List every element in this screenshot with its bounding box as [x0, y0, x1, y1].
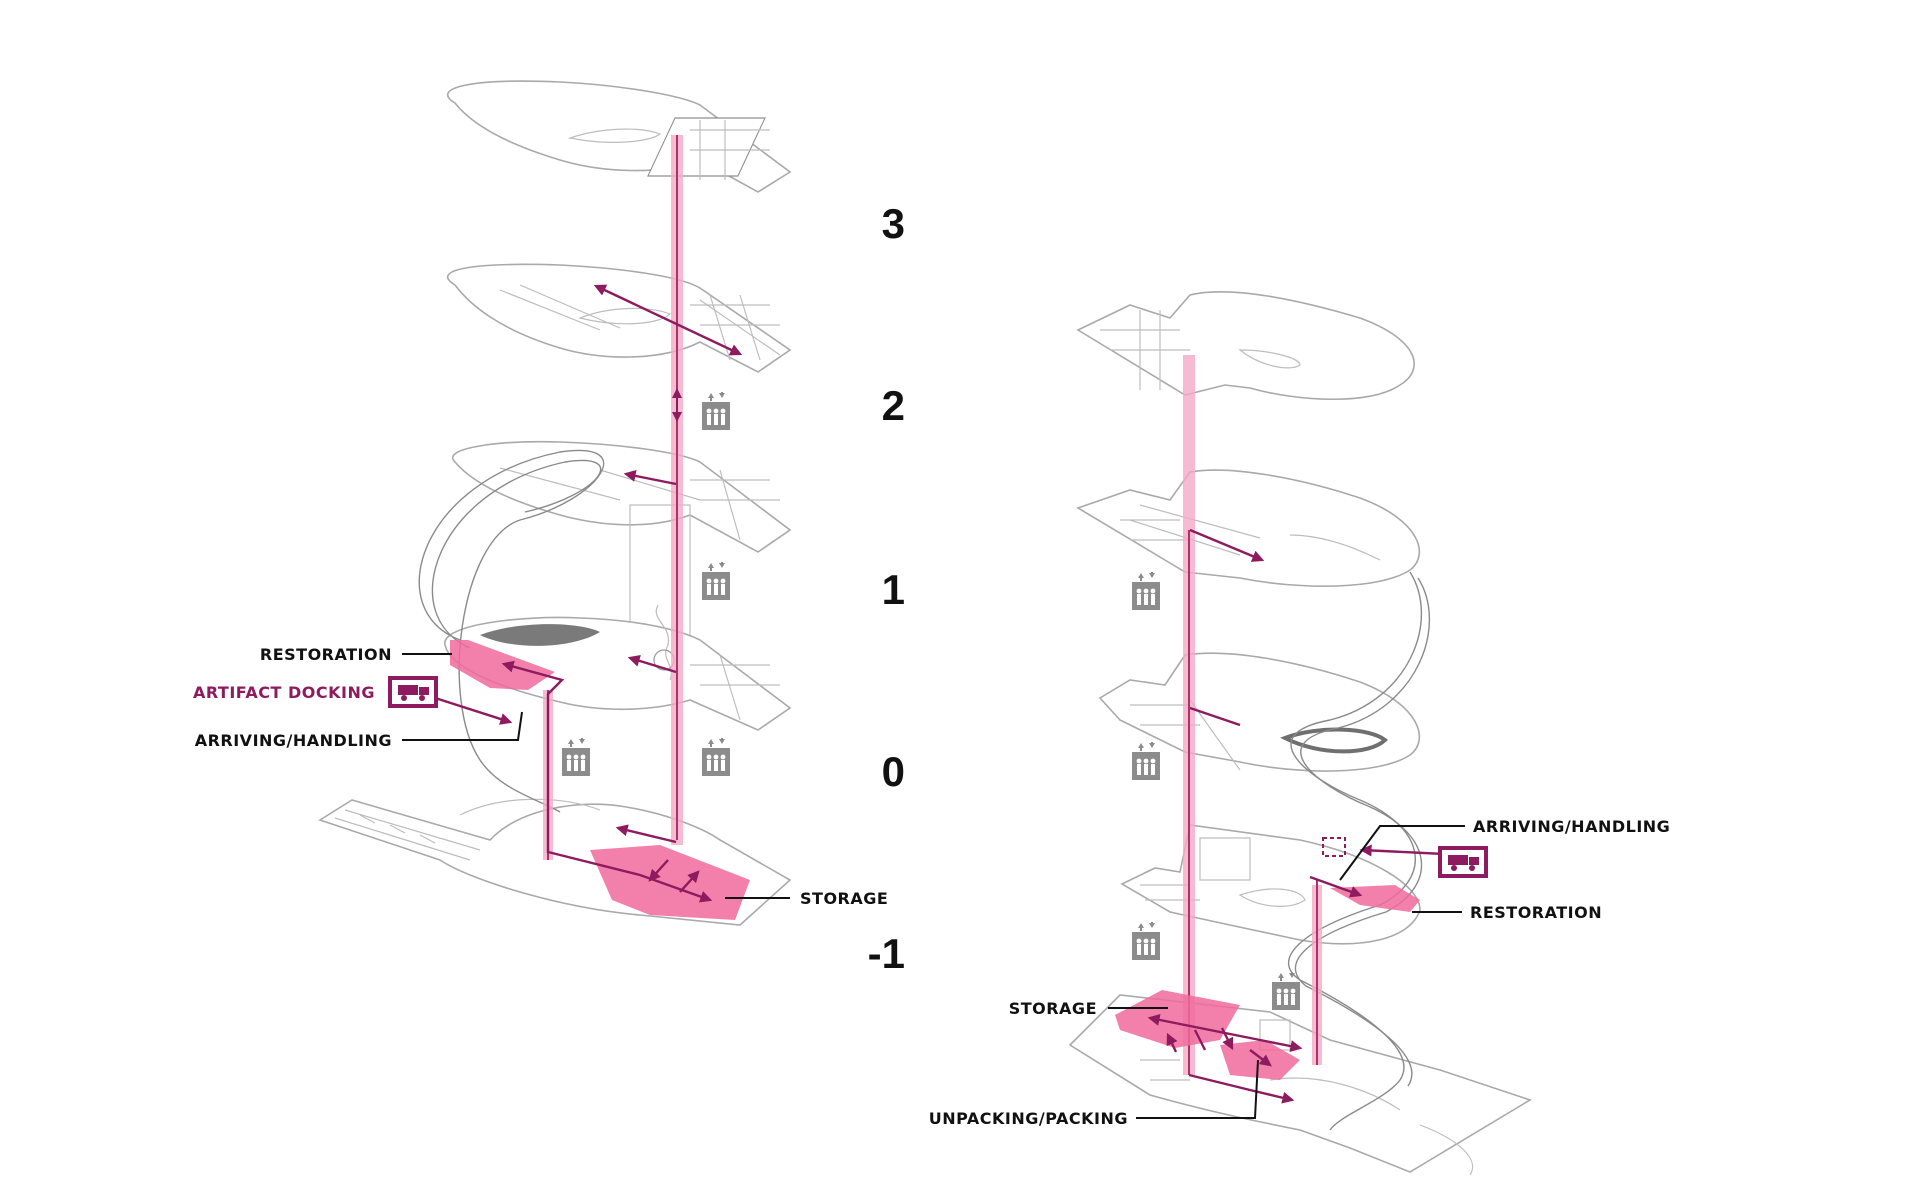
elevator-icon [702, 392, 730, 430]
right-label-restoration: RESTORATION [1470, 903, 1602, 922]
left-label-arriving-handling: ARRIVING/HANDLING [195, 731, 392, 750]
level-number-2: 2 [882, 382, 905, 429]
right-label-unpacking-packing: UNPACKING/PACKING [929, 1109, 1128, 1128]
right-unpacking-leader [1136, 1059, 1259, 1119]
right-floor-plate-0 [1120, 824, 1421, 945]
left-label-artifact-docking: ARTIFACT DOCKING [193, 683, 375, 702]
right-floor-plate-2 [1076, 469, 1421, 587]
right-floor-plate-3 [1076, 290, 1415, 400]
right-label-arriving-handling: ARRIVING/HANDLING [1473, 817, 1670, 836]
left-label-storage: STORAGE [800, 889, 888, 908]
elevator-icon [702, 562, 730, 600]
left-floor-plate-3 [447, 80, 792, 193]
truck-icon [388, 676, 438, 708]
left-arriving-leader [402, 711, 523, 741]
right-stack: ARRIVING/HANDLING RESTORATION STORAGE UN… [929, 290, 1670, 1176]
right-label-storage: STORAGE [1009, 999, 1097, 1018]
left-spiral-ramp [418, 449, 605, 813]
right-arriving-leader [1339, 825, 1465, 881]
elevator-icon [562, 738, 590, 776]
level-number-1: 1 [882, 566, 905, 613]
level-number-0: 0 [882, 748, 905, 795]
right-floor-plate-1 [1098, 652, 1421, 772]
level-numbers: 3 2 1 0 -1 [868, 200, 905, 977]
elevator-icon [702, 738, 730, 776]
elevator-icon [1132, 572, 1160, 610]
left-floor-plate-2 [447, 263, 792, 373]
right-circulation-arrows [1147, 528, 1466, 1104]
left-circulation-arrows [431, 284, 743, 903]
elevator-icon [1132, 742, 1160, 780]
level-number-minus-1: -1 [868, 930, 905, 977]
left-label-restoration: RESTORATION [260, 645, 392, 664]
left-floor-plate-1 [451, 440, 792, 651]
elevator-icon [1132, 922, 1160, 960]
left-stack: RESTORATION ARTIFACT DOCKING ARRIVING/HA… [193, 80, 888, 926]
level-number-3: 3 [882, 200, 905, 247]
truck-icon [1438, 846, 1488, 878]
